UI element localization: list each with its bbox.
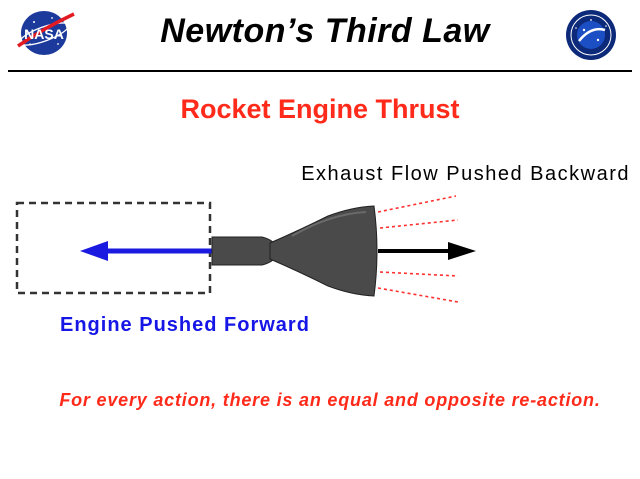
nozzle-throat xyxy=(211,236,275,266)
nasa-meatball-icon: NASA xyxy=(17,11,75,55)
engine-pushed-label: Engine Pushed Forward xyxy=(60,314,310,336)
engine-force-arrow-head xyxy=(80,241,108,261)
exhaust-force-arrow-head xyxy=(448,242,476,260)
engine-outline-box xyxy=(15,201,212,295)
glenn-research-center-icon xyxy=(566,10,616,60)
third-law-statement: For every action, there is an equal and … xyxy=(59,390,601,410)
page-title: Newton’s Third Law xyxy=(160,12,490,50)
nasa-logo-text: NASA xyxy=(24,26,64,42)
title-divider xyxy=(8,70,632,72)
nozzle-bell xyxy=(269,205,378,297)
diagram-subtitle: Rocket Engine Thrust xyxy=(180,94,460,124)
exhaust-flow-label: Exhaust Flow Pushed Backward xyxy=(301,163,630,185)
exhaust-plume-lines xyxy=(377,195,459,303)
